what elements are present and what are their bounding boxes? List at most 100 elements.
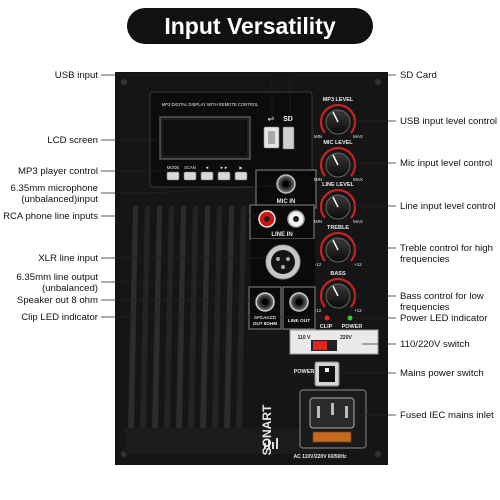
xlr-pin [281, 265, 285, 269]
knob-scale-arc [319, 189, 357, 219]
knob-max-label: MAX [353, 177, 363, 182]
speaker-out-label-1: SPEAKER [254, 315, 277, 320]
mic-jack-hole [282, 180, 290, 188]
screw-icon [375, 451, 381, 457]
heatsink-base [125, 428, 320, 454]
heatsink-fin [212, 206, 222, 430]
screw-icon [375, 79, 381, 85]
mic-level-knob[interactable] [325, 152, 351, 178]
knob-scale-arc [319, 232, 357, 262]
knob-min-label: -12 [315, 308, 322, 313]
line-out-label: LINE OUT [288, 318, 310, 324]
mp3-button-label: ◄ [205, 165, 209, 170]
bass-knob[interactable] [325, 283, 351, 309]
mp3-control-button[interactable] [166, 171, 180, 181]
speaker-out-label-2: OUT 8OHM [253, 321, 277, 326]
knob-label: MP3 LEVEL [323, 97, 354, 103]
voltage-switch[interactable] [313, 341, 327, 350]
rca-red-hole [264, 216, 270, 222]
xlr-pin [286, 257, 290, 261]
mp3-button-label: MODE [167, 165, 180, 170]
brand-logo: SONART [260, 404, 278, 455]
iec-pin [331, 403, 334, 415]
heatsink-fin [188, 206, 198, 430]
ac-rating-label: AC 110V/220V 60/50Hz [293, 454, 347, 460]
sd-card-icon: SD [283, 116, 293, 123]
fuse-holder[interactable] [312, 431, 352, 443]
page-title: Input Versatility [127, 8, 373, 44]
mp3-button-label: ▶ [239, 165, 243, 170]
usb-port-slot [268, 131, 275, 144]
heatsink-fin [224, 206, 234, 430]
label-line-level: Line input level control [400, 201, 496, 212]
label-usb-input: USB input [54, 70, 98, 81]
knob-max-label: +12 [354, 308, 362, 313]
treble-knob[interactable] [325, 237, 351, 263]
label-mic-input-2: (unbalanced)input [21, 194, 98, 205]
speaker-jack-hole [261, 298, 269, 306]
power-led-label: POWER [342, 324, 363, 330]
label-usb-level: USB input level control [400, 116, 498, 127]
screw-icon [121, 79, 127, 85]
label-line-output-1: 6.35mm line output [16, 272, 98, 283]
knob-scale-arc [319, 147, 357, 177]
knob-max-label: +12 [354, 262, 362, 267]
label-iec-inlet: Fused IEC mains inlet [400, 410, 494, 421]
lcd-display-area [163, 120, 247, 156]
iec-pin [317, 406, 320, 418]
voltage-220-label: 220V [340, 335, 352, 341]
power-switch-label: POWER [294, 369, 315, 375]
mp3-button-label: SCAN [184, 165, 196, 170]
knob-label: BASS [330, 271, 346, 277]
label-bass-1: Bass control for low [400, 291, 484, 302]
mains-power-switch[interactable] [319, 366, 335, 382]
label-line-output-2: (unbalanced) [41, 283, 98, 294]
line-out-jack-hole [295, 298, 303, 306]
heatsink-fin [128, 206, 138, 430]
knob-label: LINE LEVEL [322, 182, 354, 188]
label-mains-switch: Mains power switch [400, 368, 484, 379]
usb-icon: ⇌ [268, 114, 275, 123]
label-sd-card: SD Card [400, 70, 437, 81]
label-power-led: Power LED indicator [400, 313, 488, 324]
iec-pin [345, 406, 348, 418]
rca-white-hole [293, 216, 299, 222]
brand-name: SONART [260, 404, 274, 455]
knob-scale-arc [319, 104, 357, 134]
knob-min-label: MIN [314, 219, 322, 224]
heatsink-fin [164, 206, 174, 430]
usb-level-knob[interactable] [325, 109, 351, 135]
label-lcd-screen: LCD screen [47, 135, 98, 146]
label-bass-2: frequencies [400, 302, 450, 313]
mp3-control-button[interactable] [234, 171, 248, 181]
label-clip-led: Clip LED indicator [21, 312, 98, 323]
label-voltage-switch: 110/220V switch [400, 339, 470, 350]
sd-card-slot[interactable] [282, 126, 295, 150]
label-rca-inputs: RCA phone line inputs [3, 211, 98, 222]
knob-min-label: -12 [315, 262, 322, 267]
xlr-pin [276, 257, 280, 261]
label-mic-input-1: 6.35mm microphone [10, 183, 98, 194]
label-speaker-out: Speaker out 8 ohm [16, 295, 98, 306]
heatsink-fin [236, 206, 246, 430]
mp3-control-button[interactable] [217, 171, 231, 181]
heatsink-fin [152, 206, 162, 430]
knob-max-label: MAX [353, 134, 363, 139]
knob-scale-arc [319, 278, 357, 308]
label-treble-2: frequencies [400, 254, 450, 265]
xlr-jack-face [271, 250, 295, 274]
knob-label: TREBLE [327, 225, 349, 231]
knob-min-label: MIN [314, 177, 322, 182]
knob-max-label: MAX [353, 219, 363, 224]
mp3-header-text: MP3 DIGITAL DISPLAY WITH REMOTE CONTROL [162, 102, 259, 107]
mp3-control-button[interactable] [200, 171, 214, 181]
line-level-knob[interactable] [325, 194, 351, 220]
mic-in-label: MIC IN [277, 199, 296, 205]
label-mp3-control: MP3 player control [18, 166, 98, 177]
mp3-control-button[interactable] [183, 171, 197, 181]
label-mic-level: Mic input level control [400, 158, 493, 169]
label-treble-1: Treble control for high [400, 243, 493, 254]
power-switch-indicator [325, 368, 329, 372]
heatsink-fin [140, 206, 150, 430]
